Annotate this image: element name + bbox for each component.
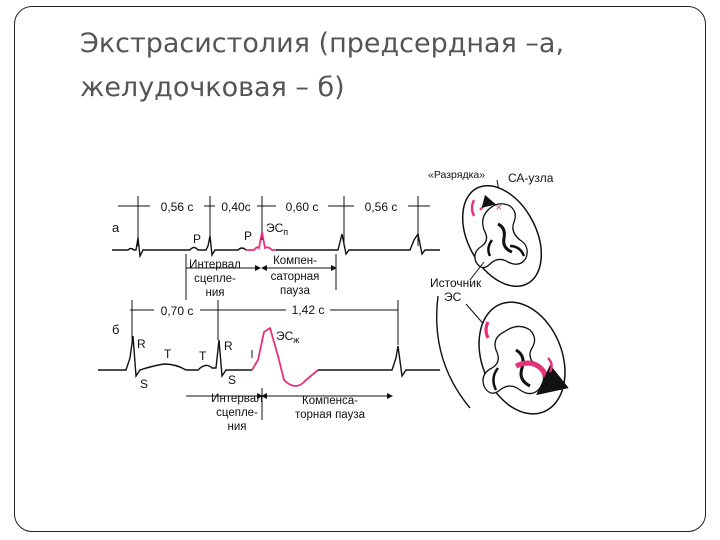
panel-a-interval-2-bg (215, 198, 257, 214)
source-label-line-2: ЭС (444, 290, 462, 304)
panel-a-interval-3-bg (276, 198, 328, 214)
sa-node-label: СА-узла (508, 171, 554, 185)
panel-b-pause-line-2: торная пауза (295, 409, 366, 421)
connector-curve (435, 295, 471, 409)
source-label-line-1: Источник (430, 276, 482, 290)
panel-a-interval-ticks (137, 196, 419, 246)
panel-b-pause-line-1: Компенса- (302, 395, 358, 407)
panel-b-extrasystole-label: ЭСж (276, 329, 299, 345)
source-leader-line-1 (469, 261, 485, 281)
slide-title-line-2: желудочковая – б) (80, 72, 345, 103)
panel-a-label: а (112, 220, 120, 235)
panel-a-interval-4-bg (354, 198, 408, 214)
panel-a-interval-4: 0,56 с (365, 200, 398, 214)
svg-text:×: × (495, 203, 503, 213)
panel-b-interval-2-bg (286, 301, 330, 317)
panel-b-ecg-trace-2 (318, 345, 440, 378)
lower-heart-icon (478, 301, 569, 415)
slide-title-line-1: Экстрасистолия (предсердная –а, (80, 28, 565, 59)
panel-b-wave-t-1: T (164, 347, 172, 361)
panel-a-interval-3: 0,60 с (286, 200, 319, 214)
panel-a-coupling-line-1: Интервал (189, 259, 241, 271)
panel-b-interval-2: 1,42 с (292, 303, 325, 317)
panel-a-interval-1-bg (150, 198, 204, 214)
panel-a-wave-p-1: P (193, 232, 201, 246)
panel-b-wave-r-2: R (224, 339, 233, 353)
panel-a-coupling-line-3: ния (205, 287, 224, 299)
panel-b-coupling-line-1: Интервал (211, 393, 263, 405)
panel-b-wave-t-2: T (199, 349, 207, 363)
discharge-label: «Разрядка» (428, 169, 485, 181)
panel-b-interval-ticks (131, 300, 399, 345)
panel-a-ecg-trace-2 (276, 232, 440, 256)
slide-frame (14, 6, 706, 532)
panel-b-extrasystole-trace (251, 326, 319, 387)
slide-title: Экстрасистолия (предсердная –а, желудочк… (80, 22, 680, 110)
panel-a-extrasystole-trace (246, 231, 276, 251)
heart-diagrams: «Разрядка» СА-узла × Источник ЭС (428, 169, 569, 415)
panel-b-wave-s-1: S (140, 377, 148, 391)
panel-a-pause-line-3: пауза (280, 285, 311, 297)
panel-a-pause-line-1: Компен- (273, 255, 317, 267)
panel-b-wave-s-2: S (228, 373, 236, 387)
panel-a-interval-2: 0,40с (221, 200, 250, 214)
upper-heart-icon: × (461, 184, 543, 288)
panel-a-ecg-trace (112, 235, 247, 259)
panel-a-wave-p-2: P (244, 229, 252, 243)
panel-a: 0,56 с 0,40с 0,60 с 0,56 с а P P ЭСп Инт… (112, 196, 440, 300)
panel-a-interval-1: 0,56 с (161, 200, 194, 214)
panel-b-wave-r-1: R (137, 337, 146, 351)
panel-b-coupling-line-2: сцепле- (216, 407, 258, 419)
panel-b-label: б (112, 322, 119, 337)
panel-b-interval-1-bg (154, 302, 200, 318)
panel-b: 0,70 с 1,42 с б R T T R S S ЭСж Интервал… (98, 300, 440, 433)
panel-b-ecg-trace (98, 335, 252, 379)
panel-a-pause-line-2: саторная (271, 271, 320, 283)
panel-b-interval-1: 0,70 с (161, 304, 194, 318)
panel-b-coupling-line-3: ния (227, 421, 246, 433)
panel-a-coupling-line-2: сцепле- (194, 273, 236, 285)
panel-a-extrasystole-label: ЭСп (266, 221, 288, 237)
